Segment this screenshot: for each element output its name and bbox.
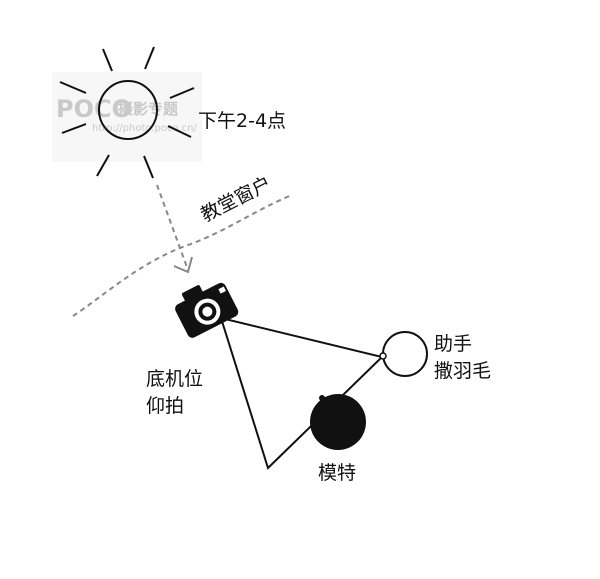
window-label: 教堂窗户 [197,172,275,226]
camera-label-line2: 仰拍 [146,395,184,417]
sun-time-label: 下午2-4点 [198,110,286,132]
model-label: 模特 [318,462,356,484]
watermark-logo: POCO [56,95,132,123]
watermark-brand: 摄影专题 [118,100,179,118]
assistant-label-line2: 撒羽毛 [434,360,491,382]
camera-label-line1: 底机位 [146,368,203,390]
watermark: POCO 摄影专题 http://photo.poco.cn/ [52,72,202,162]
assistant-icon [379,331,428,377]
camera-icon [175,282,239,338]
model-icon [310,394,366,450]
sun-icon [59,46,195,179]
light-triangle [219,316,384,470]
watermark-background [52,72,202,162]
sunlight-arrow [156,184,193,274]
assistant-label-line1: 助手 [434,333,472,355]
watermark-url: http://photo.poco.cn/ [92,123,197,134]
window-line [72,194,293,317]
